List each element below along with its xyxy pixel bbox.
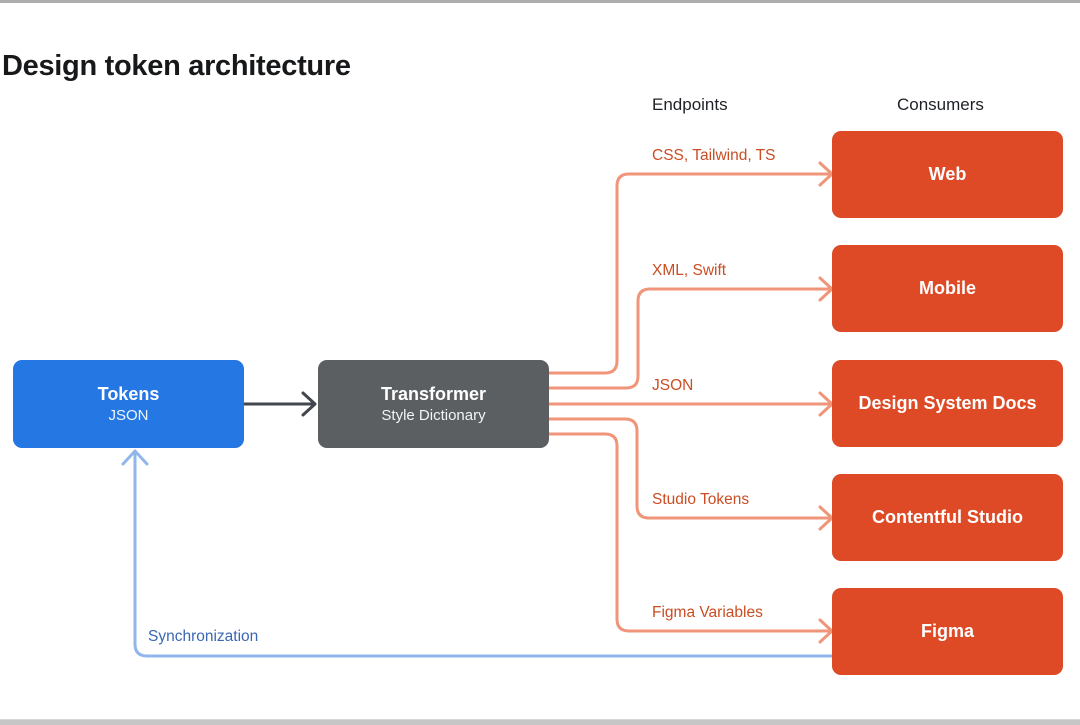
edge-label-css-tailwind-ts: CSS, Tailwind, TS	[652, 147, 776, 164]
node-tokens-label: Tokens	[97, 384, 160, 404]
node-consumer-mobile: Mobile	[832, 245, 1063, 332]
edge-label-xml-swift: XML, Swift	[652, 262, 727, 279]
window-top-border	[0, 0, 1080, 3]
edge-css-tailwind-ts	[547, 172, 832, 375]
node-consumer-web: Web	[832, 131, 1063, 218]
node-transformer-label: Transformer	[380, 384, 487, 404]
edge-label-json: JSON	[652, 377, 694, 394]
edge-label-synchronization: Synchronization	[148, 628, 259, 645]
node-consumer-design-system-docs-label: Design System Docs	[858, 393, 1037, 414]
node-transformer-sublabel: Style Dictionary	[381, 406, 486, 424]
node-consumer-web-label: Web	[928, 164, 967, 185]
arrowhead-tokens-to-transformer	[301, 391, 317, 417]
node-tokens-sublabel: JSON	[108, 406, 149, 424]
column-header-endpoints: Endpoints	[652, 95, 728, 114]
page-title: Design token architecture	[2, 50, 351, 82]
node-consumer-contentful-studio-label: Contentful Studio	[872, 507, 1023, 528]
column-header-consumers: Consumers	[897, 95, 984, 114]
edge-studio-tokens	[547, 417, 832, 520]
edge-synchronization	[133, 451, 835, 658]
node-consumer-figma-label: Figma	[920, 621, 974, 642]
node-consumer-design-system-docs: Design System Docs	[832, 360, 1063, 447]
window-bottom-border	[0, 719, 1080, 725]
edge-label-figma-variables: Figma Variables	[652, 604, 763, 621]
node-consumer-figma: Figma	[832, 588, 1063, 675]
node-transformer: Transformer Style Dictionary	[318, 360, 549, 448]
node-tokens: Tokens JSON	[13, 360, 244, 448]
edge-figma-variables	[547, 432, 832, 633]
node-consumer-contentful-studio: Contentful Studio	[832, 474, 1063, 561]
node-consumer-mobile-label: Mobile	[919, 278, 976, 299]
edge-label-studio-tokens: Studio Tokens	[652, 491, 750, 508]
edge-xml-swift	[547, 287, 832, 390]
arrowhead-synchronization	[121, 449, 149, 466]
